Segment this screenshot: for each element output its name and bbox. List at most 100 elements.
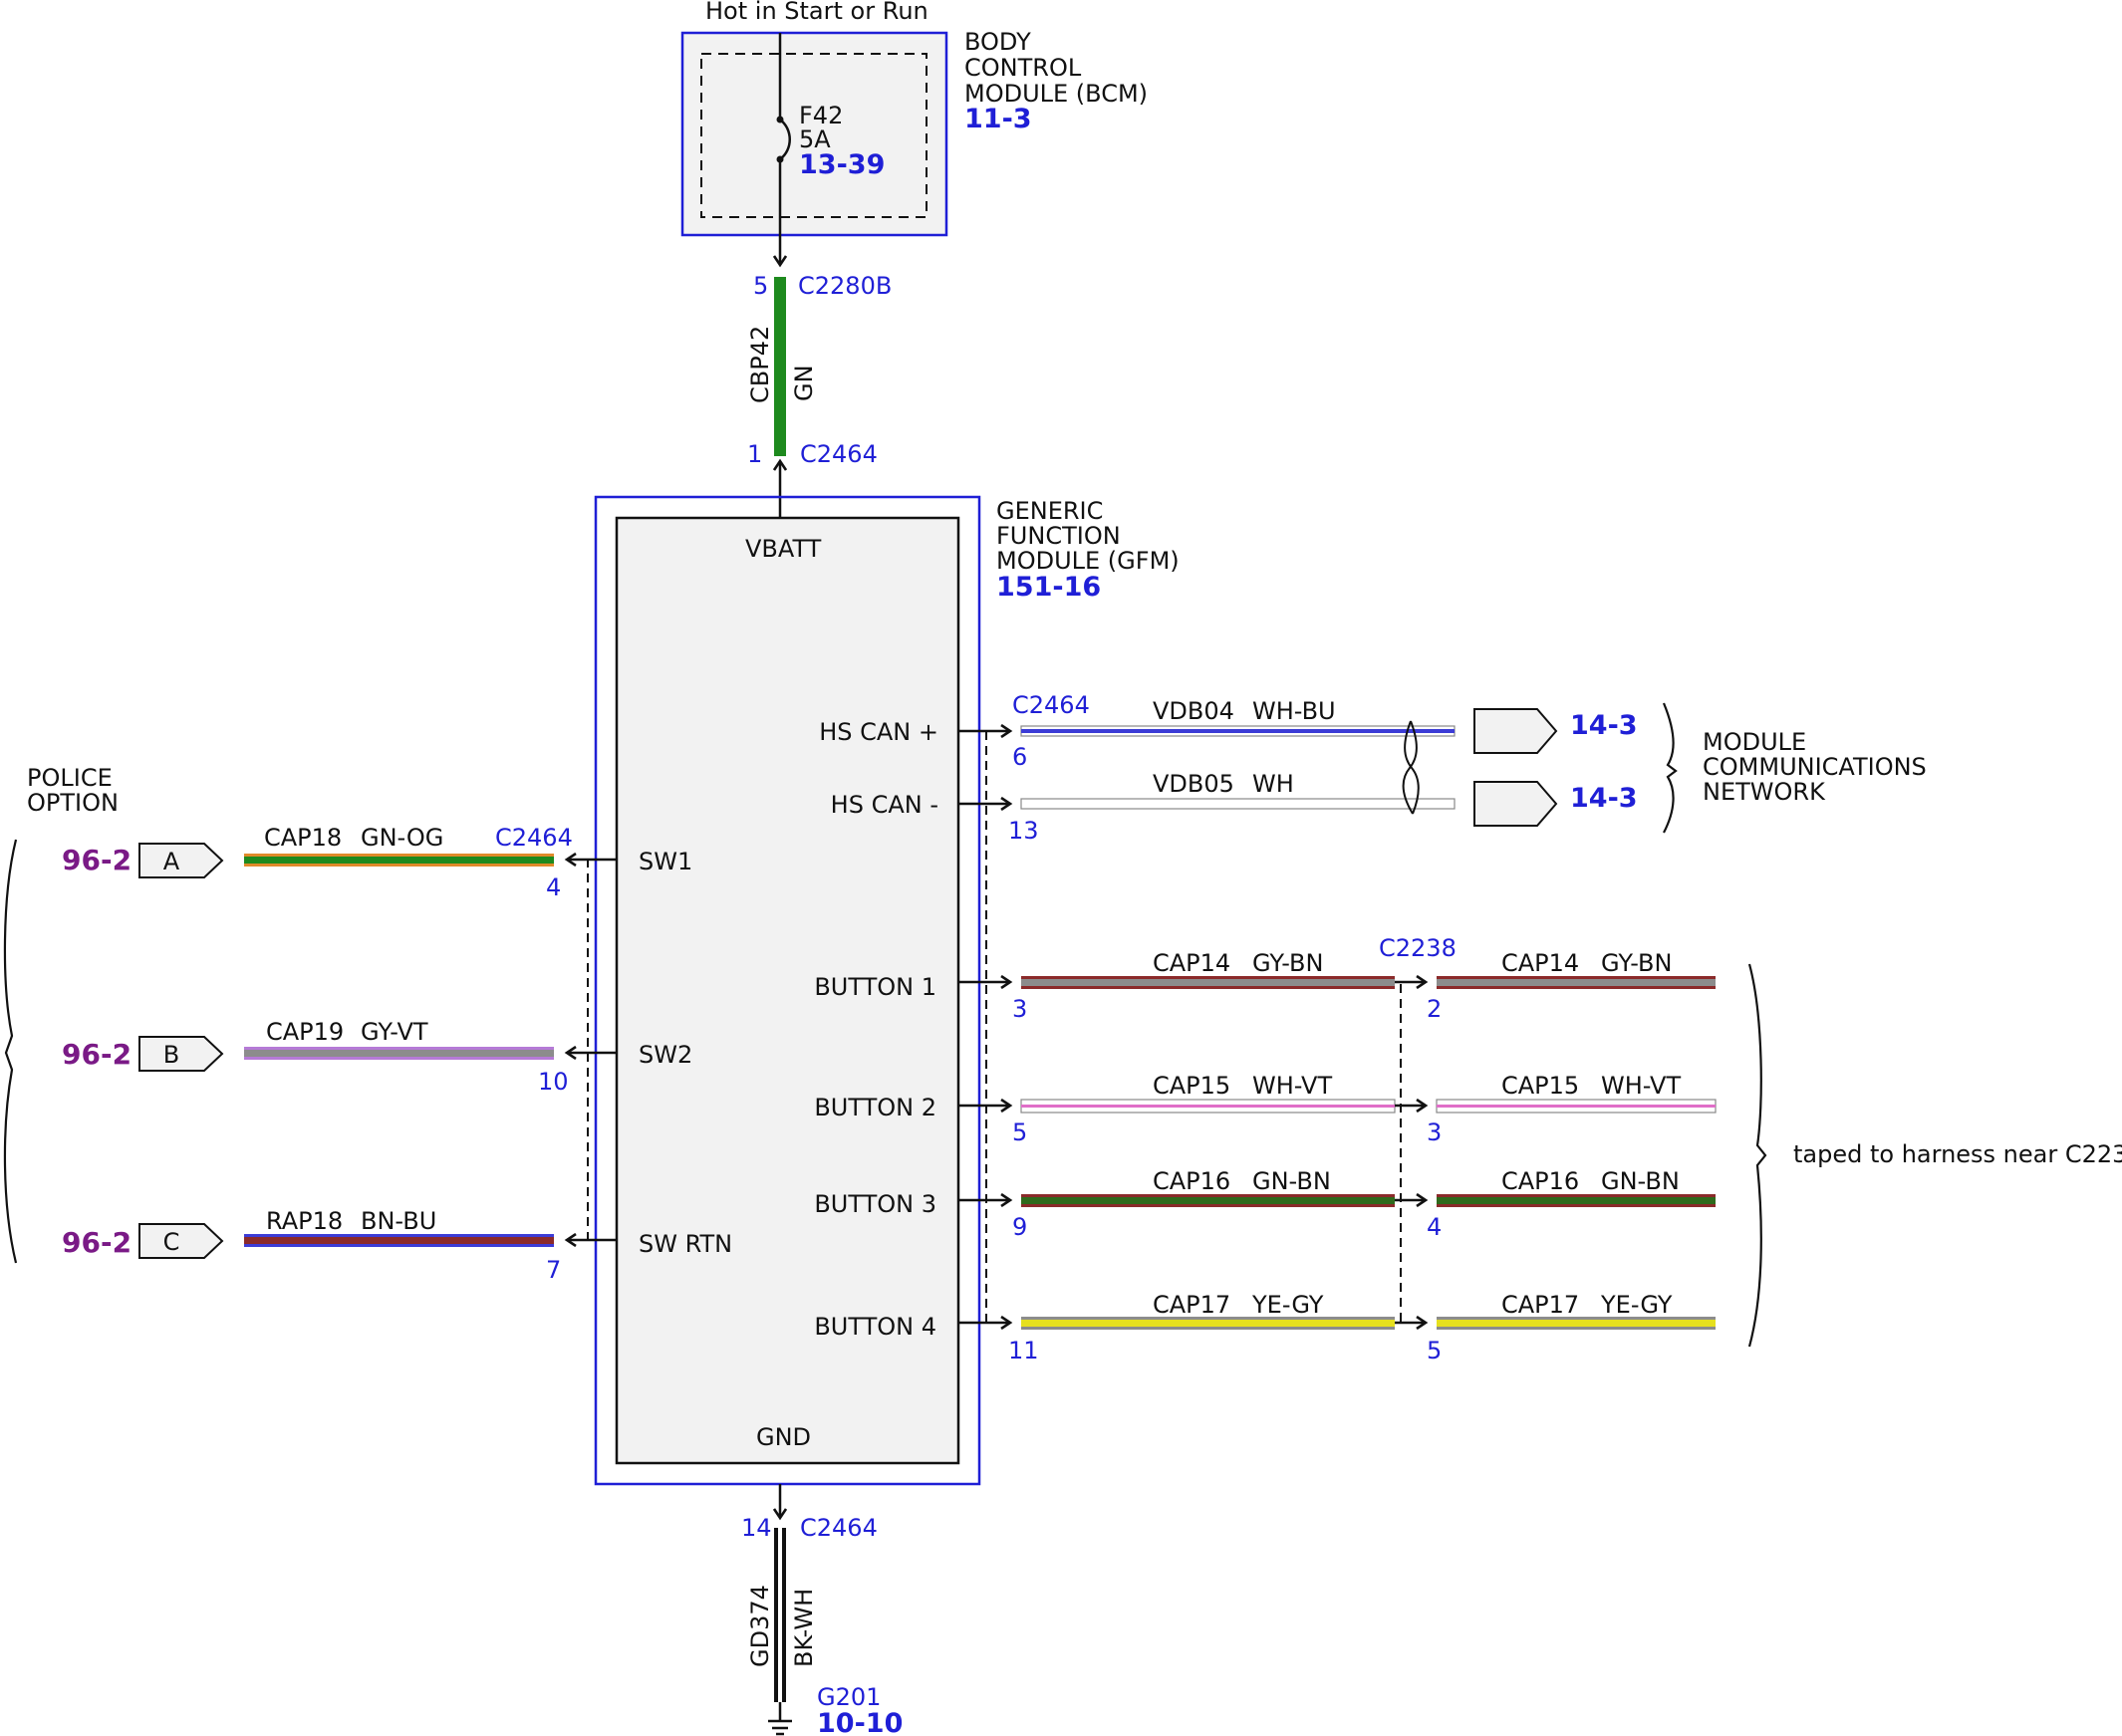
flag-a (138, 843, 224, 878)
pin-gnd: GND (756, 1423, 811, 1451)
harness-note: taped to harness near C2238 (1793, 1140, 2122, 1168)
wire-cap19-base (244, 1050, 554, 1057)
wire-cap17-left-base (1021, 1320, 1395, 1327)
flag-a-label: A (163, 848, 180, 875)
gfm-outline (594, 495, 981, 1486)
flag-c (138, 1223, 224, 1259)
pin-sw-rtn: 7 (546, 1256, 561, 1284)
ground-page-ref[interactable]: 10-10 (817, 1708, 903, 1736)
can-minus-flag (1473, 781, 1558, 827)
color-code-gn-bn-left: GN-BN (1252, 1167, 1331, 1195)
pin-sw1: SW1 (639, 848, 692, 875)
gfm-module: VBATT GND SW1 SW2 SW RTN HS CAN + HS CAN… (594, 495, 1180, 1486)
color-code-wh-vt-left: WH-VT (1252, 1072, 1332, 1100)
pin-vbatt: VBATT (745, 535, 822, 563)
can-plus-page-ref[interactable]: 14-3 (1570, 710, 1638, 741)
wire-cbp42[interactable] (774, 277, 786, 456)
can-network: C2464 VDB04 WH-BU 6 14-3 VDB05 WH 13 14-… (958, 691, 1927, 845)
circuit-cap16-left: CAP16 (1153, 1167, 1230, 1195)
police-option: POLICE OPTION C2464 96-2 A CAP18 GN-OG 4… (3, 764, 617, 1284)
pin-button-1: BUTTON 1 (814, 973, 936, 1001)
color-code-ye-gy-right: YE-GY (1600, 1291, 1673, 1319)
button-3-wire: CAP16 GN-BN CAP16 GN-BN 9 4 (958, 1167, 1716, 1241)
circuit-cap15-left: CAP15 (1153, 1072, 1230, 1100)
pin-sw-rtn: SW RTN (639, 1230, 732, 1258)
can-plus-flag (1473, 708, 1558, 754)
wire-gd374-right-edge (782, 1528, 786, 1702)
bcm-title-line-1: BODY (964, 28, 1031, 56)
pin-can-plus: 6 (1012, 743, 1027, 771)
pin-button-4-left: 11 (1008, 1337, 1039, 1364)
color-code-gn: GN (790, 365, 818, 401)
button-1-wire: CAP14 GY-BN CAP14 GY-BN 3 2 (958, 949, 1716, 1023)
color-code-gn-og: GN-OG (361, 824, 443, 852)
pin-button-2-left: 5 (1012, 1118, 1027, 1146)
page-ref-c[interactable]: 96-2 (62, 1226, 132, 1259)
wire-cap16-left-base (1021, 1197, 1395, 1204)
color-code-ye-gy-left: YE-GY (1251, 1291, 1324, 1319)
page-ref-b[interactable]: 96-2 (62, 1038, 132, 1071)
circuit-cap19: CAP19 (266, 1018, 344, 1046)
circuit-cap14-left: CAP14 (1153, 949, 1230, 977)
color-code-gy-bn-right: GY-BN (1601, 949, 1672, 977)
color-code-wh-vt-right: WH-VT (1601, 1072, 1681, 1100)
pin-c2464-1: 1 (747, 440, 762, 468)
fuse-id: F42 (799, 102, 843, 129)
wire-vdb05[interactable] (1020, 798, 1456, 810)
gfm-title-line-2: FUNCTION (996, 522, 1121, 550)
bcm-outline (680, 31, 948, 237)
circuit-cap17-right: CAP17 (1501, 1291, 1579, 1319)
pin-gnd-14: 14 (741, 1514, 772, 1542)
pin-sw2: SW2 (639, 1041, 692, 1069)
flag-c-label: C (163, 1228, 180, 1256)
connector-c2464-can: C2464 (1012, 691, 1090, 719)
flag-b (138, 1036, 224, 1072)
connector-c2464-sw: C2464 (495, 824, 573, 852)
fuse-page-ref[interactable]: 13-39 (799, 149, 885, 180)
circuit-vdb04: VDB04 (1153, 697, 1234, 725)
button-wires: C2238 CAP14 GY-BN CAP14 GY-BN 3 2 CAP15 (958, 934, 2122, 1364)
bcm-page-ref[interactable]: 11-3 (964, 104, 1032, 134)
police-option-line-2: OPTION (27, 789, 119, 817)
color-code-wh: WH (1252, 770, 1294, 798)
pin-can-minus: 13 (1008, 817, 1039, 845)
pin-button-4-right: 5 (1427, 1337, 1442, 1364)
pin-button-4: BUTTON 4 (814, 1313, 936, 1341)
input-row-b: 96-2 B CAP19 GY-VT 10 (62, 1018, 617, 1096)
circuit-rap18: RAP18 (266, 1207, 343, 1235)
ground-g201: G201 (817, 1683, 881, 1711)
pin-hs-can-minus: HS CAN - (831, 791, 938, 819)
network-label-line-1: MODULE (1703, 728, 1806, 756)
pin-button-2: BUTTON 2 (814, 1094, 936, 1121)
page-ref-a[interactable]: 96-2 (62, 844, 132, 876)
wire-gd374-left-edge (774, 1528, 778, 1702)
bcm-fuse-panel (700, 53, 928, 218)
wire-cap16-right-base (1437, 1197, 1716, 1204)
can-minus-page-ref[interactable]: 14-3 (1570, 783, 1638, 814)
circuit-cbp42: CBP42 (746, 326, 774, 403)
circuit-cap16-right: CAP16 (1501, 1167, 1579, 1195)
pin-button-3: BUTTON 3 (814, 1190, 936, 1218)
police-option-brace (3, 839, 18, 1264)
color-code-wh-bu: WH-BU (1252, 697, 1336, 725)
wire-rap18-base (244, 1237, 554, 1244)
connector-c2238: C2238 (1379, 934, 1457, 962)
color-code-gn-bn-right: GN-BN (1601, 1167, 1680, 1195)
pin-hs-can-plus: HS CAN + (819, 718, 938, 746)
color-code-bk-wh: BK-WH (790, 1589, 818, 1667)
harness-note-brace (1747, 963, 1767, 1348)
pin-c2280b-5: 5 (753, 272, 768, 300)
pin-sw2: 10 (538, 1068, 569, 1096)
wire-vdb04-stripe (1021, 729, 1455, 733)
wire-cap15-left-stripe (1021, 1105, 1395, 1108)
button-2-wire: CAP15 WH-VT CAP15 WH-VT 5 3 (958, 1072, 1717, 1146)
input-row-c: 96-2 C RAP18 BN-BU 7 (62, 1207, 617, 1284)
network-label-line-2: COMMUNICATIONS (1703, 753, 1927, 781)
pin-button-1-right: 2 (1427, 995, 1442, 1023)
pin-button-3-left: 9 (1012, 1213, 1027, 1241)
fuse-dot-top (776, 116, 784, 124)
gfm-page-ref[interactable]: 151-16 (996, 572, 1101, 603)
wire-cap18-base (244, 857, 554, 864)
bcm-title-line-3: MODULE (BCM) (964, 80, 1148, 108)
